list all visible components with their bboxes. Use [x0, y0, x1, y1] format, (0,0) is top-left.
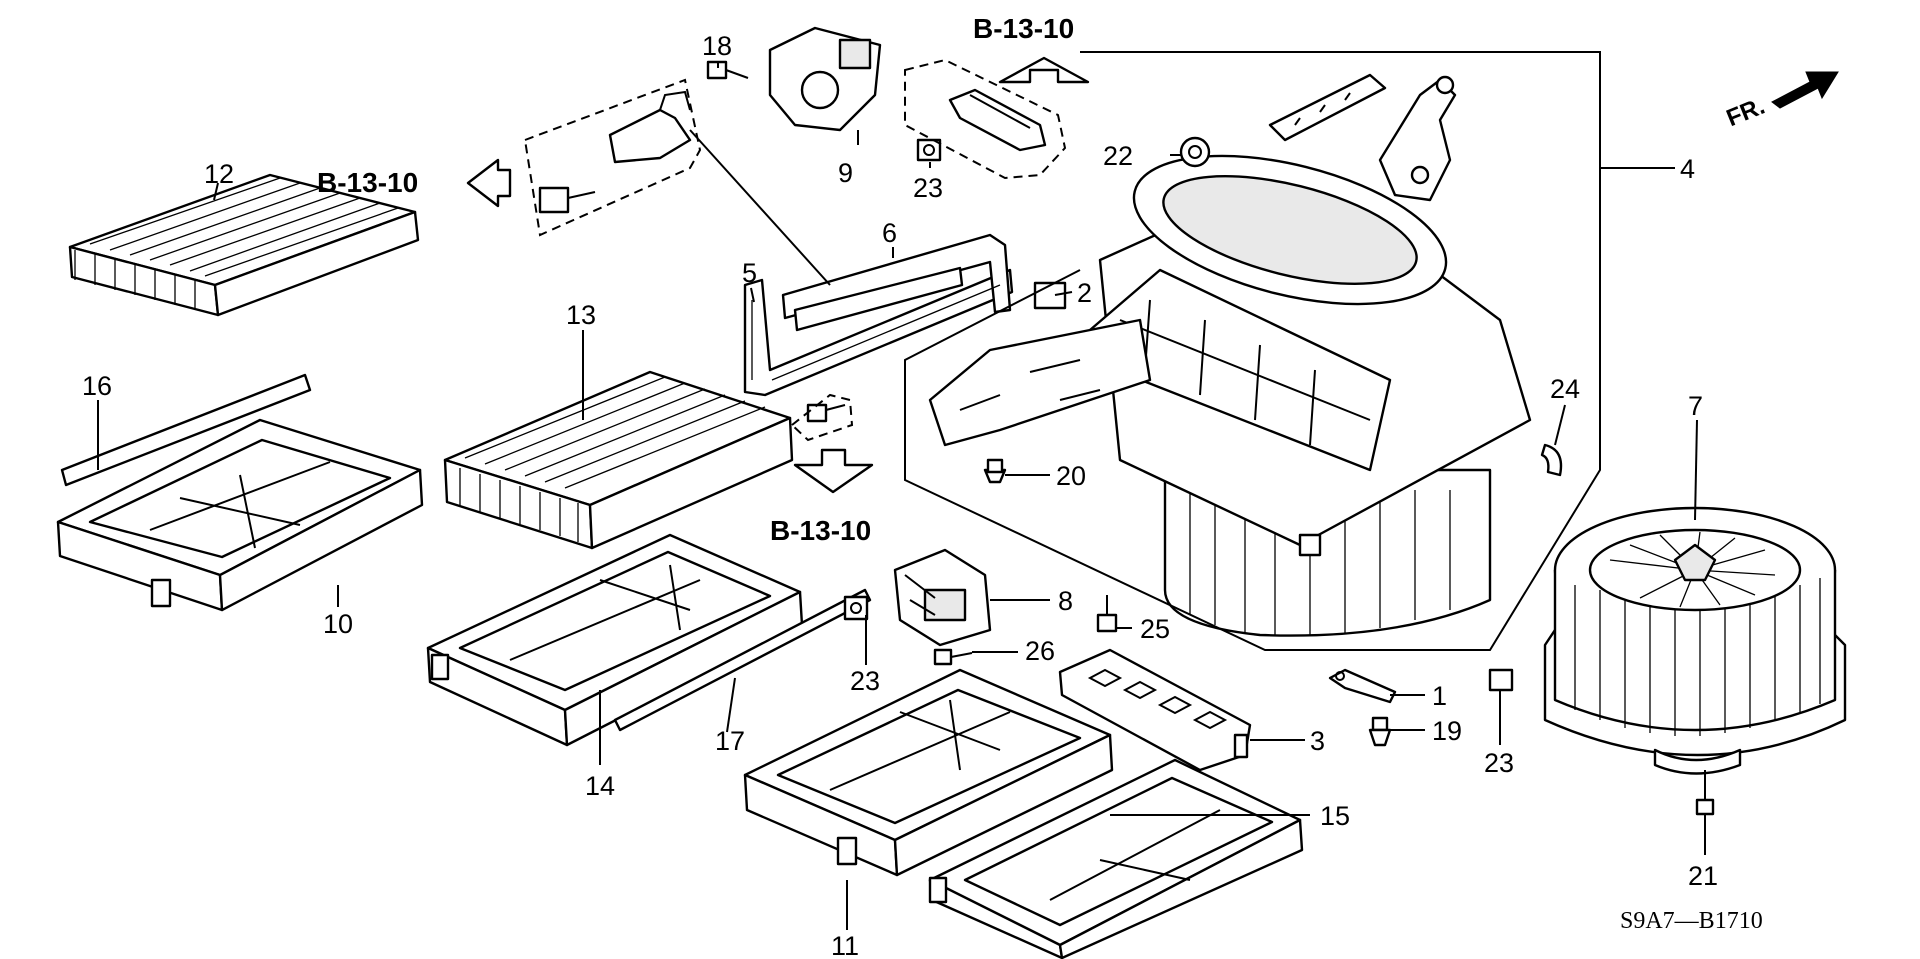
callout-10: 10 [323, 609, 353, 639]
filter-frame-10 [56, 418, 424, 612]
callout-4: 4 [1680, 154, 1695, 184]
nut-23-middle [843, 595, 869, 621]
callout-23-top: 23 [913, 173, 943, 203]
seal-strip-17 [613, 588, 872, 732]
callout-19: 19 [1432, 716, 1462, 746]
link-arm [1268, 73, 1457, 202]
clip-24 [1540, 443, 1563, 477]
screw-18 [706, 60, 749, 80]
diagram-code: S9A7—B1710 [1620, 908, 1763, 934]
callout-15: 15 [1320, 801, 1350, 831]
callout-7: 7 [1688, 391, 1703, 421]
bracket-left [608, 90, 692, 164]
seal-5-and-6 [743, 233, 1014, 397]
bolt-left-bracket [538, 186, 596, 214]
callout-25: 25 [1140, 614, 1170, 644]
callout-1: 1 [1432, 681, 1447, 711]
callout-bracket-4 [904, 51, 1675, 651]
front-direction-label: FR. [1723, 93, 1769, 133]
screw-26 [933, 648, 973, 666]
filled-arrow-icon [1771, 71, 1839, 109]
callout-11: 11 [831, 931, 859, 959]
blower-housing-4 [928, 154, 1532, 637]
callout-labels: 1 2 3 4 5 6 7 8 9 10 11 12 13 14 15 16 1… [82, 31, 1718, 959]
callout-16: 16 [82, 371, 112, 401]
callout-17: 17 [715, 726, 745, 756]
callout-23-right: 23 [1484, 748, 1514, 778]
filter-element-13 [443, 370, 794, 550]
callout-6: 6 [882, 218, 897, 248]
bolt-25 [1096, 595, 1118, 633]
nut-23-top [916, 138, 942, 162]
reference-left: B-13-10 [317, 167, 418, 198]
blower-motor-7 [1543, 506, 1847, 775]
callout-9: 9 [838, 158, 853, 188]
callout-20: 20 [1056, 461, 1086, 491]
callout-18: 18 [702, 31, 732, 61]
callout-22: 22 [1103, 141, 1133, 171]
bracket-right [948, 88, 1047, 152]
seal-strip-16 [60, 373, 312, 487]
screw-21 [1695, 770, 1715, 816]
filter-frame-11 [743, 668, 1114, 877]
callout-26: 26 [1025, 636, 1055, 666]
callout-8: 8 [1058, 586, 1073, 616]
callout-24: 24 [1550, 374, 1580, 404]
dashed-group-outlines [523, 58, 1067, 442]
callout-5: 5 [742, 258, 757, 288]
callout-3: 3 [1310, 726, 1325, 756]
leader-lines [97, 62, 1706, 930]
clip-2 [1033, 281, 1067, 310]
screw-20 [983, 458, 1007, 484]
reference-labels: B-13-10 B-13-10 B-13-10 [317, 13, 1074, 546]
callout-21: 21 [1688, 861, 1718, 891]
callout-23-middle: 23 [850, 666, 880, 696]
screw-19 [1368, 716, 1392, 747]
resistor-8 [893, 548, 992, 647]
callout-2: 2 [1077, 278, 1092, 308]
filter-element-12 [68, 173, 420, 317]
callout-12: 12 [204, 159, 234, 189]
actuator-motor-9 [768, 26, 882, 132]
nut-23-right [1488, 668, 1514, 692]
filter-frame-14 [426, 533, 804, 747]
reference-bottom: B-13-10 [770, 515, 871, 546]
fasteners [538, 60, 1715, 816]
outline-arrow-icon [466, 56, 1090, 494]
callout-14: 14 [585, 771, 615, 801]
bracket-1 [1328, 668, 1397, 704]
grille-3 [1058, 648, 1252, 772]
callout-13: 13 [566, 300, 596, 330]
reference-top: B-13-10 [973, 13, 1074, 44]
bolt-near-seal [806, 403, 846, 423]
pivot-22 [1179, 136, 1211, 168]
